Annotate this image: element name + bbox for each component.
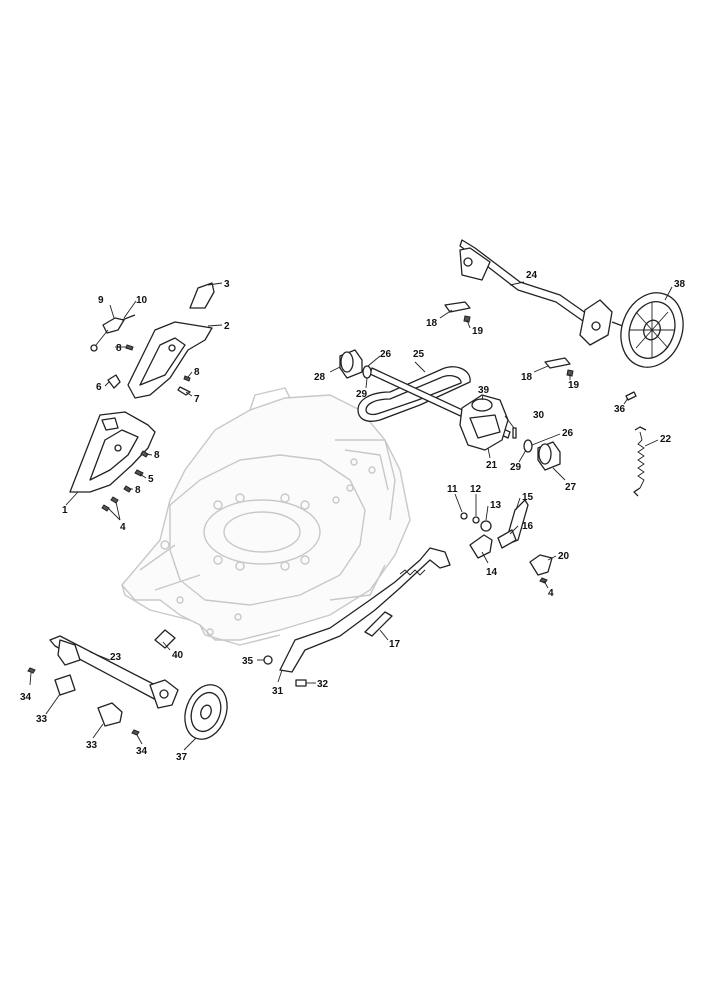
callout-1: 1: [62, 505, 68, 516]
callout-23: 23: [110, 652, 122, 663]
part-40: [154, 629, 176, 649]
callout-2: 2: [224, 321, 230, 332]
cable-clamp: [90, 314, 136, 352]
spring: [633, 426, 647, 497]
callout-31: 31: [272, 686, 284, 697]
callout-17: 17: [389, 639, 401, 650]
callout-6: 6: [96, 382, 102, 393]
front-wheel: [184, 684, 228, 740]
rear-flap-bracket: [69, 411, 156, 493]
handle-spring: [364, 611, 393, 637]
axle-clip-right: [97, 702, 140, 736]
callout-33: 33: [86, 740, 98, 751]
handle-bolt: [295, 679, 307, 687]
callout-8: 8: [194, 367, 200, 378]
callout-26: 26: [380, 349, 392, 360]
cable-hook: [107, 374, 121, 389]
callout-12: 12: [470, 484, 482, 495]
rear-guard-cover: [127, 321, 213, 399]
rear-axle: [459, 239, 629, 346]
callout-8: 8: [154, 450, 160, 461]
rear-wheel: [620, 292, 684, 368]
pinion-right: [537, 441, 561, 471]
drive-pin: [512, 427, 517, 439]
callout-8: 8: [116, 343, 122, 354]
callout-18: 18: [521, 372, 533, 383]
callout-32: 32: [317, 679, 329, 690]
callout-18: 18: [426, 318, 438, 329]
callout-24: 24: [526, 270, 538, 281]
callout-13: 13: [490, 500, 502, 511]
callout-29: 29: [356, 389, 368, 400]
guard-clip: [189, 282, 215, 309]
mower-deck: [121, 387, 411, 646]
callout-34: 34: [20, 692, 32, 703]
callout-30: 30: [533, 410, 545, 421]
gearbox: [459, 394, 509, 451]
front-axle: [49, 635, 179, 709]
callout-28: 28: [314, 372, 326, 383]
height-handle: [279, 547, 451, 673]
callout-26: 26: [562, 428, 574, 439]
height-clip-front: [544, 357, 574, 377]
callout-27: 27: [565, 482, 577, 493]
callout-8: 8: [135, 485, 141, 496]
callout-5: 5: [148, 474, 154, 485]
callout-39: 39: [478, 385, 490, 396]
pinion-left: [339, 349, 363, 379]
callout-14: 14: [486, 567, 498, 578]
callout-9: 9: [98, 295, 104, 306]
callout-37: 37: [176, 752, 188, 763]
callout-4: 4: [120, 522, 126, 533]
callout-3: 3: [224, 279, 230, 290]
lever-assembly: [460, 499, 553, 584]
callout-15: 15: [522, 492, 534, 503]
callout-11: 11: [447, 484, 458, 495]
leader-lines: [29, 281, 673, 751]
callout-4: 4: [548, 588, 554, 599]
washers: [362, 365, 533, 453]
handle-nut: [263, 655, 273, 665]
callout-21: 21: [486, 460, 498, 471]
height-clip-rear: [444, 301, 471, 323]
callout-10: 10: [136, 295, 148, 306]
callout-20: 20: [558, 551, 570, 562]
callout-19: 19: [568, 380, 580, 391]
callout-16: 16: [522, 521, 534, 532]
callout-40: 40: [172, 650, 184, 661]
callout-labels: 1 2 3 4 4 5 6 7 8 8 8 8 9 10 11 12 13 14…: [20, 270, 686, 763]
callout-34: 34: [136, 746, 148, 757]
callout-38: 38: [674, 279, 686, 290]
callout-7: 7: [194, 394, 200, 405]
callout-35: 35: [242, 656, 254, 667]
callout-22: 22: [660, 434, 672, 445]
callout-29: 29: [510, 462, 522, 473]
callout-36: 36: [614, 404, 626, 415]
axle-clip-left: [27, 667, 76, 696]
callout-33: 33: [36, 714, 48, 725]
callout-19: 19: [472, 326, 484, 337]
callout-25: 25: [413, 349, 425, 360]
